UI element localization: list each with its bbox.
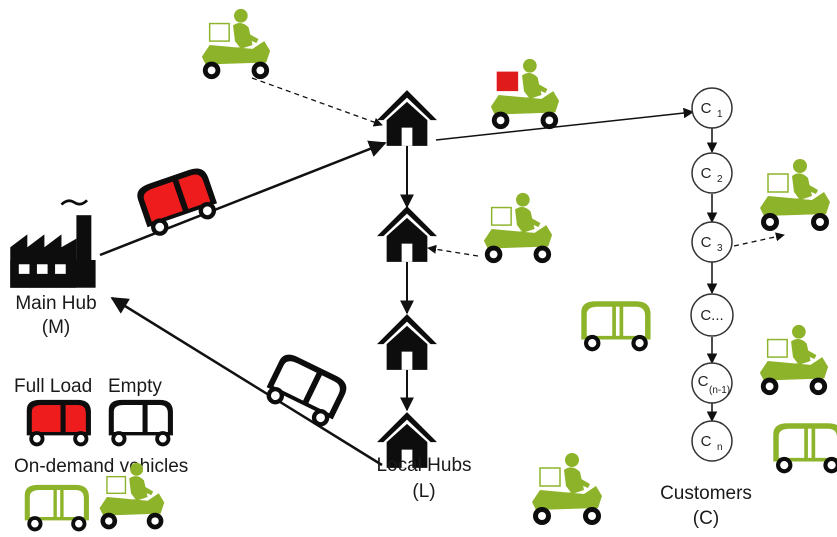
customer3-to-scooter-dashed-arrow	[733, 232, 785, 247]
legend: Full Load Empty On-demand vehicles	[14, 376, 188, 532]
customer-node: C 1	[691, 87, 733, 129]
main-hub-label: Main Hub	[15, 293, 96, 314]
customers-label: Customers	[660, 483, 752, 504]
customer-subscript: 2	[717, 174, 723, 185]
legend-on-demand-label: On-demand vehicles	[14, 456, 188, 477]
scooter-to-hub2-dashed-arrow	[427, 244, 479, 257]
loaded-scooter-icon	[490, 58, 560, 130]
customer-node: C 2	[691, 152, 733, 194]
customer-label: C	[701, 100, 712, 117]
customer-subscript: (n-1)	[709, 385, 730, 396]
local-hubs-symbol: (L)	[412, 481, 435, 502]
connections	[99, 77, 785, 467]
customer-label: C	[698, 373, 709, 390]
full-load-rickshaw-icon	[134, 164, 222, 240]
scooter-icon	[531, 452, 603, 526]
scooter-icon	[483, 192, 553, 264]
customer-subscript: 1	[717, 109, 723, 120]
main-to-hub-arrow	[99, 140, 387, 257]
customer-node: C...	[690, 293, 734, 337]
empty-rickshaw-icon	[108, 399, 173, 447]
on-demand-rickshaw-icon	[581, 301, 651, 352]
customer-label: C	[701, 165, 712, 182]
customer-subscript: 3	[717, 243, 723, 254]
legend-empty-label: Empty	[108, 376, 162, 397]
scooter-to-hub1-dashed-arrow	[251, 77, 383, 127]
house-icon	[377, 90, 437, 146]
customers-symbol: (C)	[693, 508, 719, 529]
customer-label: C	[701, 234, 712, 251]
full-load-rickshaw-icon	[26, 399, 91, 447]
legend-full-load-label: Full Load	[14, 376, 92, 397]
customer-node: C 3	[691, 221, 733, 263]
house-icon	[377, 206, 437, 262]
scooter-icon	[201, 8, 271, 80]
scooter-icon	[759, 158, 831, 232]
customer-node: C n	[691, 420, 733, 462]
customer-label: C...	[700, 307, 723, 324]
local-hubs-label: Local Hubs	[376, 455, 471, 476]
house-icon	[377, 314, 437, 370]
main-hub-symbol: (M)	[42, 317, 70, 338]
on-demand-rickshaw-icon	[773, 423, 837, 474]
hub-to-customer1-arrow	[435, 107, 695, 141]
customer-subscript: n	[717, 442, 723, 453]
scooter-icon	[759, 324, 829, 396]
on-demand-rickshaw-icon	[24, 484, 89, 532]
hub-to-main-return-arrow	[110, 296, 383, 467]
customer-node: C (n-1)	[691, 362, 733, 404]
customer-label: C	[701, 433, 712, 450]
factory-icon	[8, 198, 97, 290]
